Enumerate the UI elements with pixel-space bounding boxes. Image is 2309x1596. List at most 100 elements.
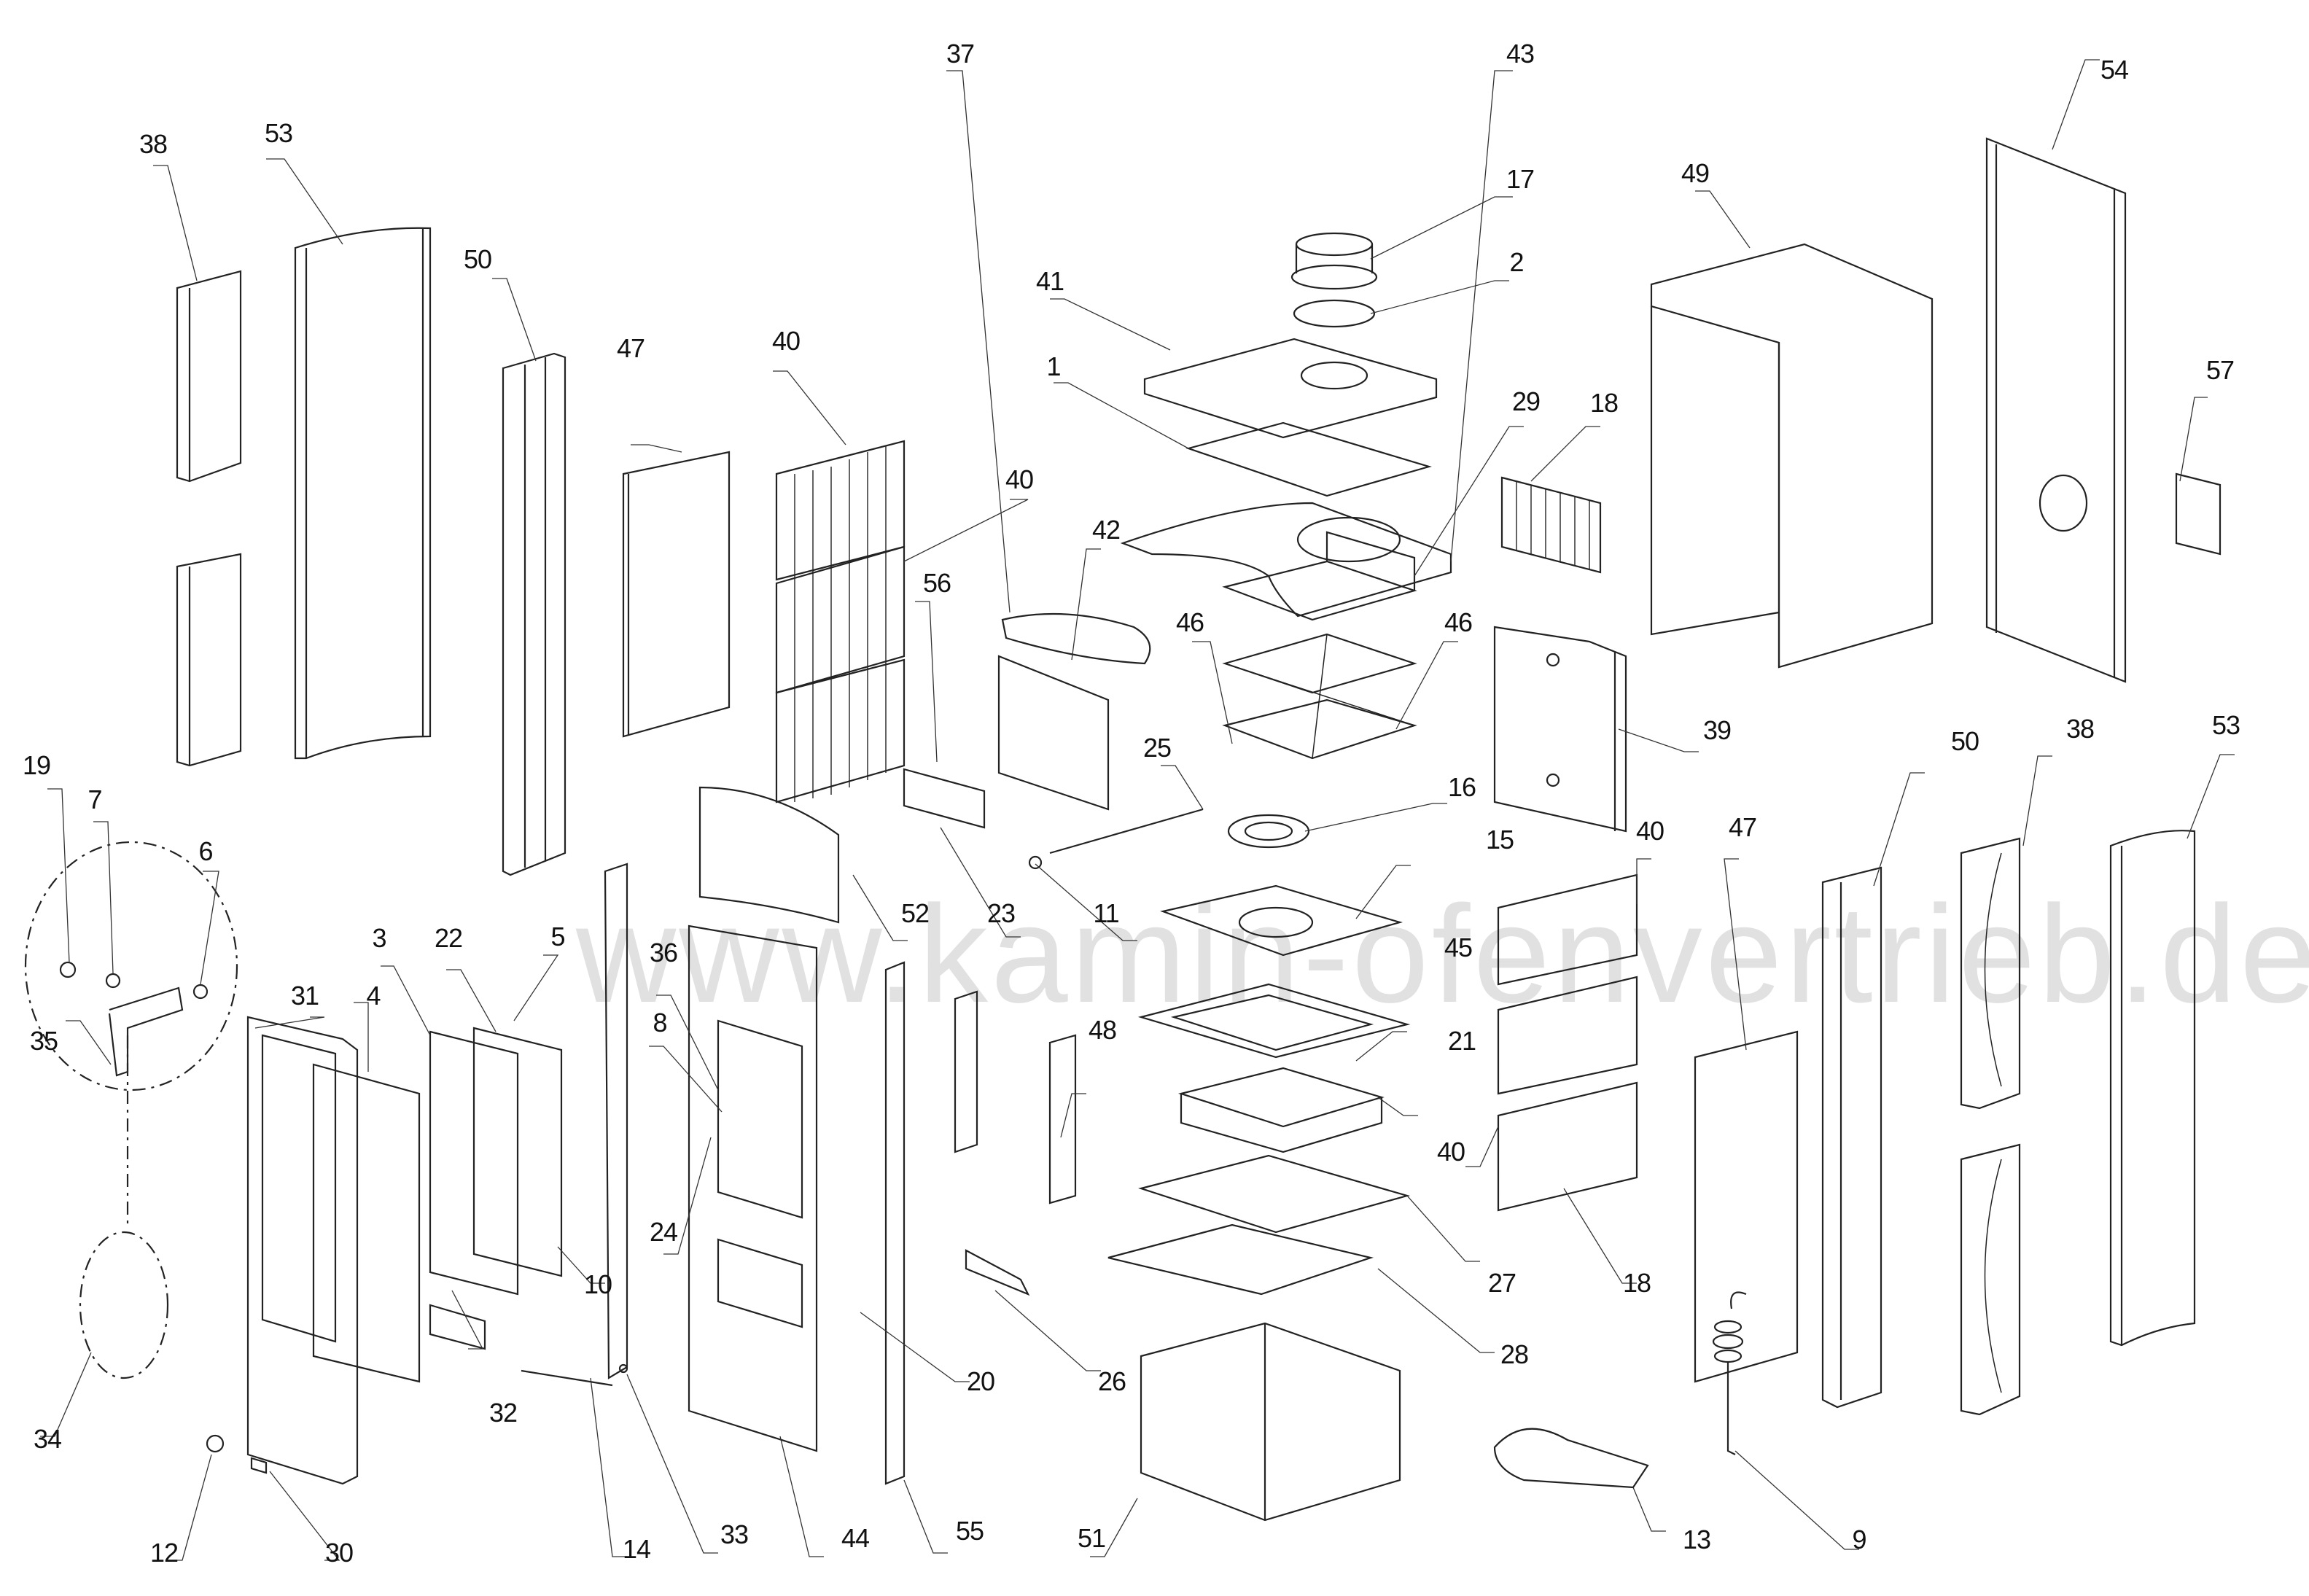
part-47-left — [622, 451, 731, 738]
part-50-left — [502, 352, 566, 876]
label-34: 34 — [33, 1424, 62, 1454]
label-27: 27 — [1487, 1268, 1516, 1298]
part-53-right — [2109, 830, 2196, 1347]
part-48-strip — [954, 990, 1077, 1204]
part-51-base — [1140, 1322, 1401, 1522]
label-53-right: 53 — [2211, 710, 2240, 740]
part-18-upper — [1500, 476, 1602, 574]
part-9-spring — [1712, 1291, 1747, 1455]
label-21: 21 — [1447, 1026, 1476, 1056]
part-38-right — [1960, 837, 2021, 1416]
label-3: 3 — [372, 923, 386, 953]
part-40-grates-right — [1497, 873, 1638, 1212]
label-42: 42 — [1091, 515, 1121, 545]
label-9: 9 — [1852, 1525, 1866, 1554]
label-29: 29 — [1511, 386, 1541, 416]
label-52: 52 — [900, 898, 930, 928]
label-1: 1 — [1046, 351, 1061, 381]
label-37: 37 — [946, 39, 975, 69]
part-43-top-plate — [1120, 502, 1452, 618]
part-13-foot — [1493, 1428, 1649, 1489]
detail-circle-hinge — [24, 841, 238, 1379]
label-10: 10 — [583, 1269, 612, 1299]
label-15: 15 — [1485, 825, 1514, 855]
part-31-door — [246, 1016, 359, 1485]
part-49-casing — [1650, 243, 1934, 669]
label-23: 23 — [986, 898, 1016, 928]
label-38-upper: 38 — [139, 129, 168, 159]
label-47-right: 47 — [1728, 812, 1757, 842]
label-48: 48 — [1088, 1015, 1117, 1045]
label-33: 33 — [720, 1519, 749, 1549]
part-52-deflector — [698, 786, 840, 924]
label-30: 30 — [324, 1538, 354, 1568]
part-1-seal — [1185, 421, 1432, 497]
part-17-collar — [1290, 232, 1378, 290]
label-45: 45 — [1444, 933, 1473, 962]
part-21-ashpan — [1177, 1067, 1385, 1153]
part-4-glass-gasket — [312, 1063, 421, 1383]
label-25: 25 — [1142, 733, 1172, 763]
label-50-upper: 50 — [463, 244, 492, 274]
part-15-grate-frame — [1160, 884, 1403, 957]
part-42-door-frame — [997, 655, 1110, 811]
label-16: 16 — [1447, 772, 1476, 802]
label-14: 14 — [622, 1534, 651, 1564]
small-parts — [206, 1363, 628, 1474]
label-6: 6 — [198, 836, 213, 866]
label-13: 13 — [1682, 1525, 1711, 1554]
part-47-right — [1694, 1030, 1799, 1383]
part-45-tray-frame — [1137, 983, 1411, 1059]
label-19: 19 — [22, 750, 51, 780]
label-44: 44 — [841, 1523, 870, 1553]
part-39-back-panel — [1493, 626, 1627, 833]
label-50-right: 50 — [1950, 726, 1979, 756]
part-56-bracket — [903, 768, 986, 829]
label-46-left: 46 — [1175, 607, 1204, 637]
label-57: 57 — [2205, 355, 2235, 385]
label-56: 56 — [922, 568, 951, 598]
part-40-grates-left — [775, 440, 906, 803]
label-40-right-mid: 40 — [1436, 1137, 1465, 1167]
part-57-plate — [2175, 472, 2222, 556]
part-11-knob — [1028, 855, 1043, 870]
label-18-right: 18 — [1622, 1268, 1651, 1298]
label-20: 20 — [966, 1366, 995, 1396]
label-53-upper: 53 — [264, 118, 293, 148]
label-8: 8 — [653, 1008, 667, 1038]
label-31: 31 — [290, 981, 319, 1011]
part-3-glass — [429, 1027, 563, 1296]
part-38-upper-left — [176, 270, 242, 767]
part-16-ring — [1227, 814, 1310, 849]
label-26: 26 — [1097, 1366, 1126, 1396]
label-18-upper: 18 — [1589, 388, 1619, 418]
label-40-right-top: 40 — [1635, 816, 1664, 846]
label-35: 35 — [29, 1026, 58, 1056]
part-29-baffle — [1222, 531, 1417, 621]
label-32: 32 — [488, 1398, 518, 1428]
label-24: 24 — [649, 1217, 678, 1247]
part-37-cover — [1001, 612, 1151, 665]
label-36: 36 — [649, 938, 678, 968]
label-39: 39 — [1702, 715, 1732, 745]
label-40-upper: 40 — [771, 326, 801, 356]
label-2: 2 — [1509, 247, 1524, 277]
part-2-gasket — [1293, 299, 1376, 328]
part-50-right — [1821, 866, 1882, 1409]
part-25-rod — [1049, 808, 1204, 855]
label-49: 49 — [1681, 158, 1710, 188]
part-41-plate — [1143, 338, 1438, 439]
part-46-frames — [1222, 633, 1417, 760]
label-43: 43 — [1506, 39, 1535, 69]
label-51: 51 — [1077, 1523, 1106, 1553]
label-54: 54 — [2100, 55, 2129, 85]
label-38-right: 38 — [2065, 714, 2095, 744]
label-4: 4 — [366, 981, 381, 1011]
hinge-detail — [59, 961, 209, 1077]
label-12: 12 — [149, 1538, 179, 1568]
part-28-plate — [1107, 1223, 1374, 1296]
label-40-mid: 40 — [1005, 464, 1034, 494]
part-26-bracket — [965, 1249, 1030, 1296]
leader-lines — [40, 59, 2235, 1561]
